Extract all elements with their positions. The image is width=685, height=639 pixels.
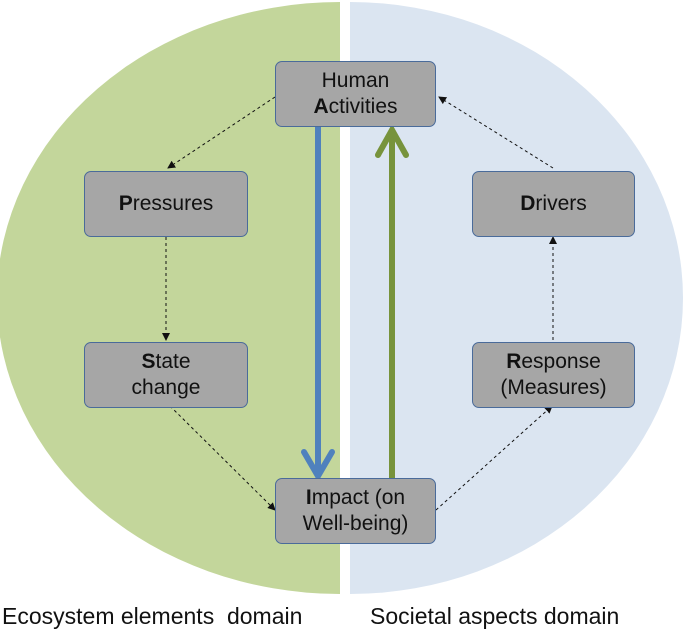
arrow-state-to-impact xyxy=(169,405,276,511)
response-thick-arrow-head xyxy=(375,123,409,158)
arrow-impact-to-response xyxy=(435,405,553,511)
box-human-activities: Human Activities xyxy=(275,61,436,127)
pressures-initial: P xyxy=(118,192,133,215)
ecosystem-domain-label: Ecosystem elements domain xyxy=(2,603,303,629)
box-response: Response (Measures) xyxy=(472,342,635,408)
response-line2: (Measures) xyxy=(500,376,607,399)
box-state-change: State change xyxy=(84,342,248,408)
societal-domain-label: Societal aspects domain xyxy=(370,603,620,629)
response-initial: R xyxy=(506,350,522,373)
drivers-label: rivers xyxy=(535,192,587,215)
impact-line2: Well-being) xyxy=(302,512,409,535)
ecosystem-domain-half xyxy=(0,2,340,594)
state-change-line2: change xyxy=(131,376,201,399)
box-drivers: Drivers xyxy=(472,171,635,237)
human-activities-initial: A xyxy=(313,95,329,118)
box-pressures: Pressures xyxy=(84,171,248,237)
human-activities-line1: Human xyxy=(321,69,390,92)
societal-domain-half xyxy=(350,2,683,594)
state-change-initial: S xyxy=(141,350,156,373)
pressures-label: ressures xyxy=(132,192,214,215)
impact-thick-arrow-head xyxy=(301,449,335,482)
drivers-initial: D xyxy=(520,192,536,215)
impact-initial: I xyxy=(305,486,312,509)
impact-line1: mpact (on xyxy=(311,486,406,509)
state-change-line1: tate xyxy=(155,350,191,373)
response-line1: esponse xyxy=(521,350,601,373)
box-impact: Impact (on Well-being) xyxy=(275,478,436,544)
arrow-drivers-to-activities xyxy=(438,96,554,169)
human-activities-line2: ctivities xyxy=(328,95,398,118)
